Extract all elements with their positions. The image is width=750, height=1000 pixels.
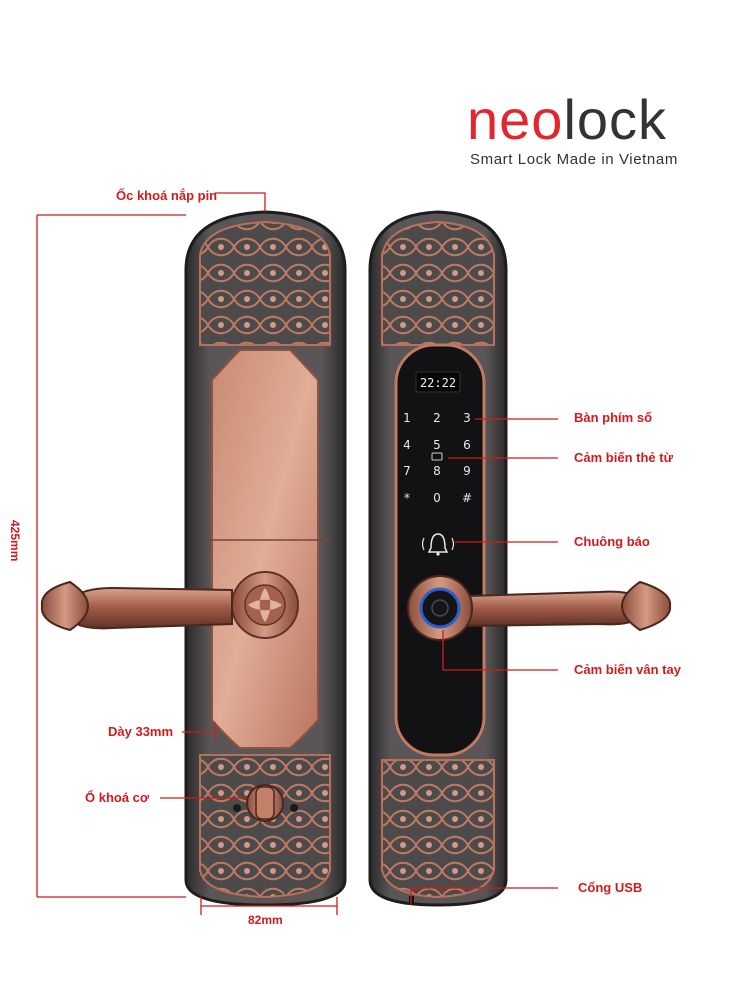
label-keypad: Bàn phím số xyxy=(574,410,653,425)
label-thickness: Dày 33mm xyxy=(108,724,174,739)
inner-top-ornament xyxy=(199,220,331,346)
brand-logo: neolock xyxy=(467,92,667,148)
label-fingerprint: Cảm biến vân tay xyxy=(574,662,681,677)
key-6[interactable]: 6 xyxy=(463,438,471,452)
key-3[interactable]: 3 xyxy=(463,411,471,425)
outer-bottom-ornament xyxy=(381,759,495,899)
label-card-sensor: Cảm biến thẻ từ xyxy=(574,450,673,465)
time-display xyxy=(415,371,461,393)
label-width: 82mm xyxy=(248,913,283,927)
fingerprint-sensor[interactable] xyxy=(419,587,461,629)
display-time: 22:22 xyxy=(420,376,456,390)
key-8[interactable]: 8 xyxy=(433,464,441,478)
key-hash[interactable]: # xyxy=(462,491,472,505)
key-7[interactable]: 7 xyxy=(403,464,411,478)
key-4[interactable]: 4 xyxy=(403,438,411,452)
brand-name-part2: lock xyxy=(563,88,668,151)
keypad[interactable]: 1 2 3 4 5 6 7 8 9 * 0 # xyxy=(403,411,472,505)
screw-right-icon xyxy=(290,804,298,812)
outer-top-ornament xyxy=(381,220,495,346)
key-2[interactable]: 2 xyxy=(433,411,441,425)
inner-bottom-ornament xyxy=(199,754,331,899)
brand-tagline: Smart Lock Made in Vietnam xyxy=(470,151,678,168)
key-9[interactable]: 9 xyxy=(463,464,471,478)
label-battery-screw: Ốc khoá nắp pin xyxy=(116,188,218,203)
label-doorbell: Chuông báo xyxy=(574,534,650,549)
bell-icon[interactable] xyxy=(427,533,449,553)
inner-lever-handle[interactable] xyxy=(64,586,233,630)
key-0[interactable]: 0 xyxy=(433,491,441,505)
fingerprint-icon xyxy=(431,599,449,617)
key-1[interactable]: 1 xyxy=(403,411,411,425)
key-5[interactable]: 5 xyxy=(433,438,441,452)
outer-plate xyxy=(368,210,672,907)
outer-lever-handle[interactable] xyxy=(467,590,647,628)
inner-plate xyxy=(40,210,347,907)
inner-copper-panel xyxy=(211,349,319,749)
label-mech-key: Ổ khoá cơ xyxy=(85,790,150,805)
glass-panel xyxy=(394,343,486,757)
brand-name-part1: neo xyxy=(467,88,564,151)
key-star[interactable]: * xyxy=(404,491,410,505)
label-height: 425mm xyxy=(8,520,22,562)
callout-lines xyxy=(36,192,558,915)
card-sensor-icon xyxy=(431,452,443,461)
label-usb: Cổng USB xyxy=(578,880,643,895)
screw-left-icon xyxy=(233,804,241,812)
